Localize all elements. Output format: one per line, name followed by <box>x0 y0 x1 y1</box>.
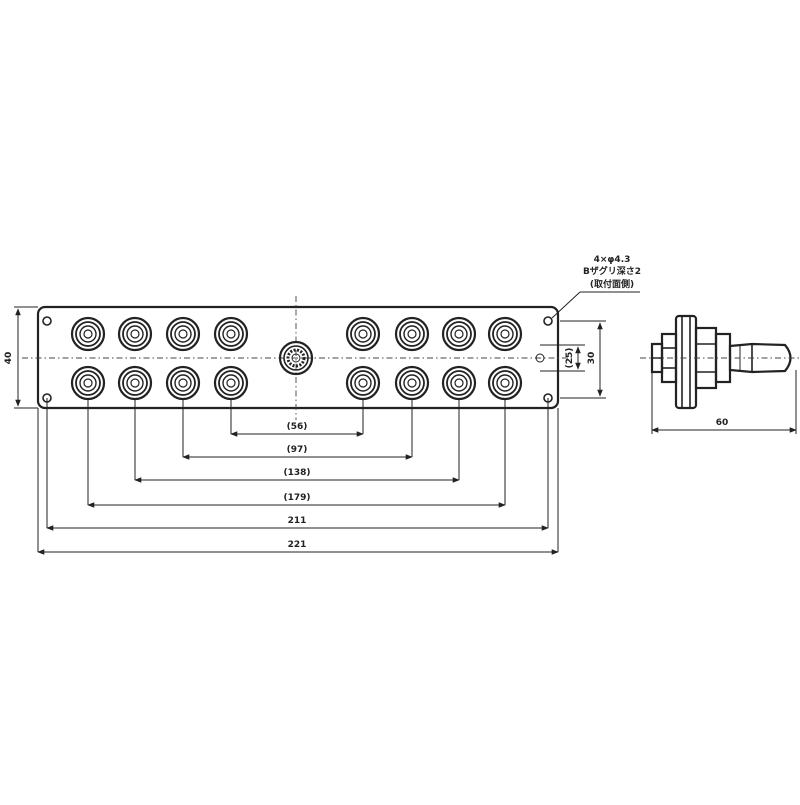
callout-line3: (取付面側) <box>590 278 634 290</box>
port-connector <box>165 316 201 352</box>
mounting-hole-small <box>535 353 545 363</box>
side-flange <box>674 314 698 410</box>
dim-label-30: 30 <box>587 352 597 365</box>
dim-label-40: 40 <box>4 352 14 365</box>
callout-line2: Bザグリ深さ2 <box>583 265 641 277</box>
port-connector <box>213 316 249 352</box>
side-plug <box>728 342 792 374</box>
port-connector <box>441 365 477 401</box>
dim-height-40: 40 <box>4 306 38 409</box>
port-connector <box>70 316 106 352</box>
side-view: 60 <box>640 314 800 434</box>
base-plate <box>36 305 560 410</box>
front-view: (56) (97) (138) (179) 211 221 40 (25) 30 <box>4 255 641 555</box>
port-connector <box>117 316 153 352</box>
dim-label-25: (25) <box>565 348 575 369</box>
dim-label-138: (138) <box>283 468 310 478</box>
port-connector <box>394 316 430 352</box>
dim-right-group: (25) 30 <box>540 320 606 399</box>
dim-label-179: (179) <box>283 493 310 503</box>
port-connector <box>345 365 381 401</box>
dim-label-60: 60 <box>716 418 729 428</box>
port-connector <box>213 365 249 401</box>
dim-label-211: 211 <box>288 516 307 526</box>
dim-label-56: (56) <box>287 422 308 432</box>
port-connector <box>345 316 381 352</box>
callout-line1: 4×φ4.3 <box>594 255 631 265</box>
port-connector <box>70 365 106 401</box>
dim-label-97: (97) <box>287 445 308 455</box>
port-connector <box>487 365 523 401</box>
port-connector <box>394 365 430 401</box>
hole-callout: 4×φ4.3 Bザグリ深さ2 (取付面側) <box>551 255 641 319</box>
port-connector <box>487 316 523 352</box>
dim-label-221: 221 <box>288 540 307 550</box>
port-connector <box>117 365 153 401</box>
center-connector <box>278 340 314 376</box>
mounting-hole <box>42 316 52 326</box>
mounting-hole <box>543 316 553 326</box>
extension-lines <box>37 398 559 552</box>
port-connector <box>165 365 201 401</box>
ports-group <box>70 316 523 401</box>
port-connector <box>441 316 477 352</box>
